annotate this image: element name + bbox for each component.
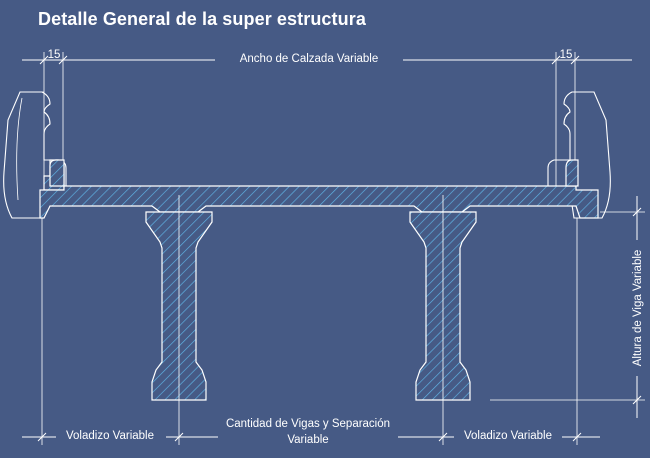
centre-lines — [41, 195, 578, 445]
beams-spacing-label-1: Cantidad de Vigas y Separación — [226, 418, 390, 430]
roadway-dimension: Ancho de Calzada Variable 15 15 — [22, 49, 632, 190]
left-barrier — [3, 91, 67, 219]
overhang-left-label: Voladizo Variable — [66, 430, 154, 442]
overhang-right-label: Voladizo Variable — [464, 430, 552, 442]
bottom-dimension: Voladizo Variable Cantidad de Vigas y Se… — [22, 414, 600, 448]
diagram-title: Detalle General de la super estructura — [38, 9, 366, 29]
left-offset-label: 15 — [48, 49, 61, 61]
right-offset-label: 15 — [560, 49, 573, 61]
beam-height-dimension: Altura de Viga Variable — [490, 196, 646, 418]
beam-height-label: Altura de Viga Variable — [632, 250, 644, 367]
right-barrier — [547, 91, 611, 219]
deck-slab — [39, 159, 599, 219]
beams-spacing-label-2: Variable — [287, 434, 328, 446]
roadway-width-label: Ancho de Calzada Variable — [240, 53, 379, 65]
